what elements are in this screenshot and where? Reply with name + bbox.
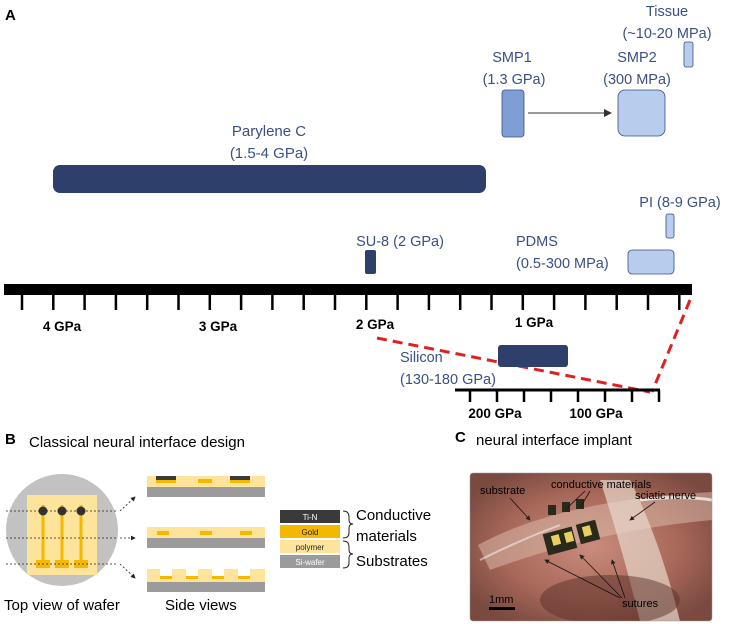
tick-100gpa: 100 GPa [569,406,623,421]
tick-2gpa: 2 GPa [356,317,395,332]
pi-bar [665,213,675,239]
group-conductive-label-2: materials [356,528,417,545]
panel-b-label: B [5,431,16,448]
legend-braces [342,510,354,569]
parylene-bar [53,165,486,193]
annot-sutures: sutures [622,598,659,610]
legend-si-wafer: Si-wafer [295,558,325,567]
side-views-label: Side views [165,597,237,614]
smp2-label: SMP2 (300 MPa) [603,50,671,88]
panel-c-title: neural interface implant [476,432,633,449]
svg-text:Tissue: Tissue [646,4,688,20]
annot-conductive: conductive materials [551,479,652,491]
annotation-arrows [509,490,656,599]
tissue-bar [683,41,694,68]
legend-tin: Ti-N [303,513,318,522]
tick-200gpa: 200 GPa [468,406,522,421]
photo-frame [469,472,713,622]
tissue-label: Tissue (~10-20 MPa) [622,4,711,42]
pdms-bar [627,249,675,275]
smp2-bar [617,89,666,137]
group-substrates-label: Substrates [356,553,428,570]
axis-tick-labels: 4 GPa 3 GPa 2 GPa 1 GPa [43,315,554,334]
implant-photo [470,473,712,621]
svg-text:PDMS: PDMS [516,234,558,250]
main-axis [4,284,692,310]
svg-text:(1.3 GPa): (1.3 GPa) [483,72,546,88]
svg-text:Parylene C: Parylene C [232,123,306,140]
side-view-3 [147,569,265,592]
legend-polymer: polymer [296,543,325,552]
panel-b-title: Classical neural interface design [29,434,245,451]
wafer-top-view [6,474,118,586]
tick-3gpa: 3 GPa [199,319,238,334]
svg-text:(300 MPa): (300 MPa) [603,72,671,88]
silicon-label: Silicon (130-180 GPa) [400,350,496,388]
smp1-bar [501,89,525,138]
side-view-arrows [119,496,136,579]
svg-text:(~10-20 MPa): (~10-20 MPa) [622,26,711,42]
inset-tick-labels: 200 GPa 100 GPa [468,406,623,421]
annot-scale: 1mm [489,594,513,606]
pdms-label: PDMS (0.5-300 MPa) [516,234,609,272]
pi-label: PI (8-9 GPa) [639,195,720,211]
zoom-lines [376,299,692,394]
su8-bar [365,250,376,274]
inset-axis [455,388,661,402]
tick-4gpa: 4 GPa [43,319,82,334]
panel-a-label: A [5,7,16,24]
group-conductive-label: Conductive [356,507,431,524]
silicon-bar [498,345,568,367]
su8-label: SU-8 (2 GPa) [356,234,444,250]
top-view-label: Top view of wafer [4,597,120,614]
side-view-2 [147,527,265,548]
legend-gold: Gold [302,528,319,537]
svg-text:(1.5-4 GPa): (1.5-4 GPa) [230,145,308,162]
side-view-1 [147,476,265,497]
tick-1gpa: 1 GPa [515,315,554,330]
parylene-label: Parylene C (1.5-4 GPa) [230,123,308,162]
svg-text:(130-180 GPa): (130-180 GPa) [400,372,496,388]
svg-text:(0.5-300 MPa): (0.5-300 MPa) [516,256,609,272]
svg-text:Silicon: Silicon [400,350,443,366]
panel-c-label: C [455,429,466,446]
annot-nerve: sciatic nerve [635,490,696,502]
smp1-label: SMP1 (1.3 GPa) [483,50,546,88]
svg-text:SMP2: SMP2 [617,50,657,66]
material-legend: Ti-N Gold polymer Si-wafer [280,510,340,568]
svg-text:SMP1: SMP1 [492,50,532,66]
annot-substrate: substrate [480,485,525,497]
